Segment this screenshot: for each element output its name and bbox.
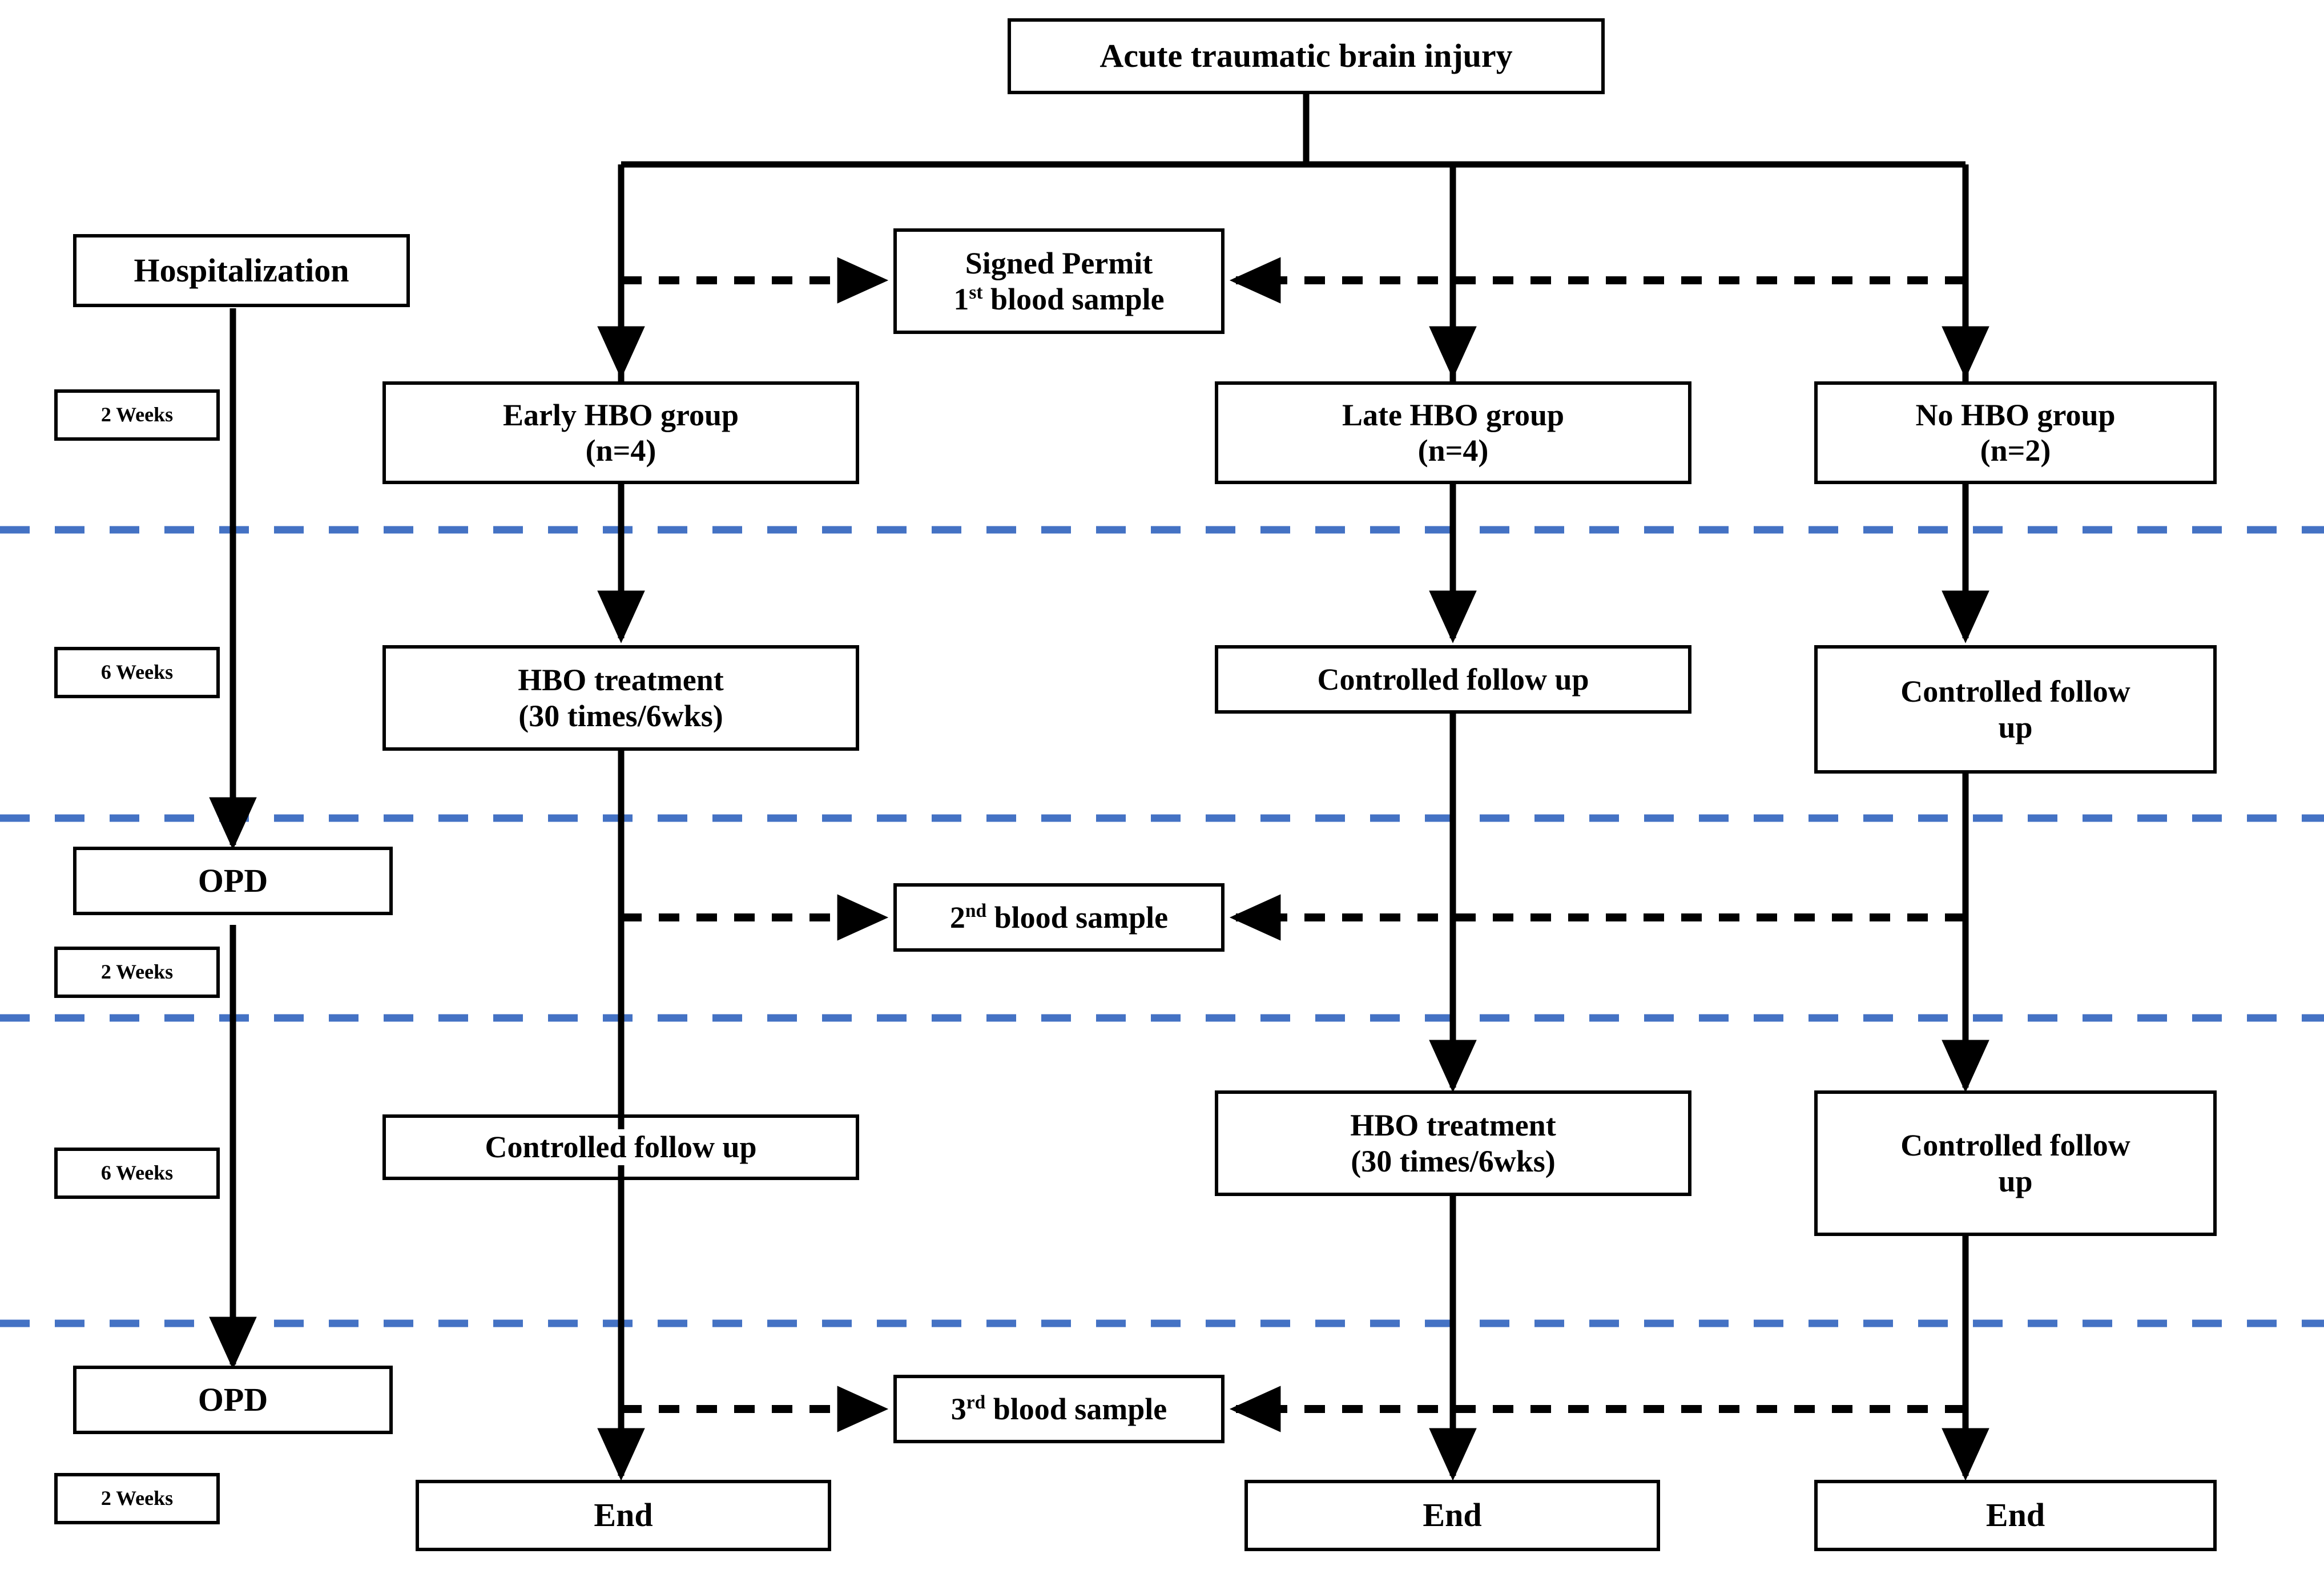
node-early-phase1-hbo-treatment[interactable]: HBO treatment (30 times/6wks) [382, 645, 859, 751]
node-late-end[interactable]: End [1244, 1480, 1660, 1551]
group-late-line-2: (n=4) [1417, 433, 1489, 468]
none-end-label: End [1985, 1496, 2045, 1534]
duration-badge-2-weeks-3: 2 Weeks [54, 1473, 220, 1524]
node-none-phase2-controlled-follow-up[interactable]: Controlled follow up [1814, 1090, 2217, 1236]
none-phase1-line-2: up [1998, 710, 2033, 744]
early-phase1-line-1: HBO treatment [518, 663, 724, 698]
opd-2-label: OPD [198, 1380, 268, 1418]
none-phase1-line-1: Controlled follow [1900, 674, 2130, 709]
node-root-label: Acute traumatic brain injury [1099, 37, 1513, 75]
duration-badge-6-weeks-1: 6 Weeks [54, 647, 220, 698]
early-phase1-line-2: (30 times/6wks) [518, 698, 723, 733]
node-group-no-hbo[interactable]: No HBO group (n=2) [1814, 381, 2217, 484]
duration-label: 2 Weeks [100, 1487, 174, 1510]
early-phase2-line-1: Controlled follow up [479, 1129, 763, 1165]
hospitalization-label: Hospitalization [134, 251, 349, 289]
group-none-line-2: (n=2) [1980, 433, 2051, 468]
node-late-phase2-hbo-treatment[interactable]: HBO treatment (30 times/6wks) [1215, 1090, 1691, 1196]
none-phase2-line-1: Controlled follow [1900, 1128, 2130, 1163]
node-opd-2[interactable]: OPD [73, 1366, 393, 1434]
duration-badge-6-weeks-2: 6 Weeks [54, 1148, 220, 1199]
node-blood-sample-3[interactable]: 3rd blood sample [893, 1375, 1225, 1443]
node-early-phase2-controlled-follow-up[interactable]: Controlled follow up [382, 1114, 859, 1180]
node-opd-1[interactable]: OPD [73, 847, 393, 915]
node-late-phase1-controlled-follow-up[interactable]: Controlled follow up [1215, 645, 1691, 714]
duration-label: 2 Weeks [100, 960, 174, 984]
node-none-phase1-controlled-follow-up[interactable]: Controlled follow up [1814, 645, 2217, 774]
blood-sample-2-label: 2nd blood sample [949, 900, 1169, 935]
duration-badge-2-weeks-2: 2 Weeks [54, 947, 220, 998]
blood-sample-3-label: 3rd blood sample [950, 1391, 1167, 1426]
group-early-line-2: (n=4) [585, 433, 656, 468]
signed-permit-line-1: Signed Permit [965, 246, 1153, 281]
node-blood-sample-2[interactable]: 2nd blood sample [893, 883, 1225, 952]
root-branching [621, 94, 1965, 168]
opd-1-label: OPD [198, 862, 268, 899]
group-drop-arrows [597, 164, 1989, 379]
late-phase1-line-1: Controlled follow up [1317, 662, 1589, 697]
early-end-label: End [594, 1496, 653, 1534]
node-root-diagnosis[interactable]: Acute traumatic brain injury [1008, 18, 1605, 94]
group-early-line-1: Early HBO group [502, 397, 739, 432]
node-none-end[interactable]: End [1814, 1480, 2217, 1551]
node-group-early-hbo[interactable]: Early HBO group (n=4) [382, 381, 859, 484]
duration-label: 6 Weeks [100, 1161, 174, 1185]
late-end-label: End [1423, 1496, 1482, 1534]
group-late-line-1: Late HBO group [1342, 397, 1565, 432]
node-early-end[interactable]: End [416, 1480, 831, 1551]
late-phase2-line-1: HBO treatment [1350, 1108, 1556, 1143]
late-phase2-line-2: (30 times/6wks) [1351, 1144, 1556, 1178]
group-none-line-1: No HBO group [1915, 397, 2116, 432]
duration-label: 2 Weeks [100, 403, 174, 426]
duration-badge-2-weeks-1: 2 Weeks [54, 389, 220, 441]
node-group-late-hbo[interactable]: Late HBO group (n=4) [1215, 381, 1691, 484]
node-signed-permit[interactable]: Signed Permit 1st blood sample [893, 228, 1225, 334]
duration-label: 6 Weeks [100, 661, 174, 684]
none-phase2-line-2: up [1998, 1164, 2033, 1198]
node-hospitalization[interactable]: Hospitalization [73, 234, 410, 307]
signed-permit-line-2: 1st blood sample [953, 281, 1165, 316]
